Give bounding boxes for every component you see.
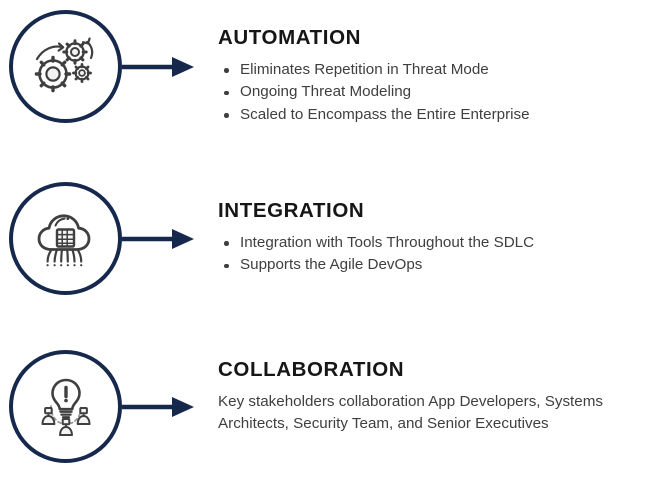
section-heading-collaboration: COLLABORATION [218,358,405,381]
list-item: Eliminates Repetition in Threat Mode [218,59,648,82]
arrow-collaboration [120,394,196,420]
section-paragraph-collaboration: Key stakeholders collaboration App Devel… [218,392,603,433]
badge-ring [9,10,122,123]
section-heading-automation: AUTOMATION [218,26,362,49]
icon-badge-collaboration [9,350,122,463]
section-collaboration: COLLABORATION Key stakeholders collabora… [0,344,654,479]
icon-badge-integration [9,182,122,295]
text-block-collaboration: COLLABORATION Key stakeholders collabora… [218,358,648,436]
text-block-automation: AUTOMATION Eliminates Repetition in Thre… [218,26,648,127]
section-automation: AUTOMATION Eliminates Repetition in Thre… [0,4,654,164]
lightbulb-team-icon [31,372,101,442]
cloud-chip-icon [31,204,101,274]
gears-icon [31,32,101,102]
arrow-integration [120,226,196,252]
arrow-automation [120,54,196,80]
icon-badge-automation [9,10,122,123]
badge-ring [9,182,122,295]
list-item: Scaled to Encompass the Entire Enterpris… [218,104,648,127]
section-integration: INTEGRATION Integration with Tools Throu… [0,176,654,326]
list-item: Integration with Tools Throughout the SD… [218,232,648,255]
bullet-list-automation: Eliminates Repetition in Threat Mode Ong… [218,59,648,127]
section-heading-integration: INTEGRATION [218,199,365,222]
text-block-integration: INTEGRATION Integration with Tools Throu… [218,199,648,277]
list-item: Supports the Agile DevOps [218,254,648,277]
bullet-list-integration: Integration with Tools Throughout the SD… [218,232,648,277]
list-item: Ongoing Threat Modeling [218,81,648,104]
